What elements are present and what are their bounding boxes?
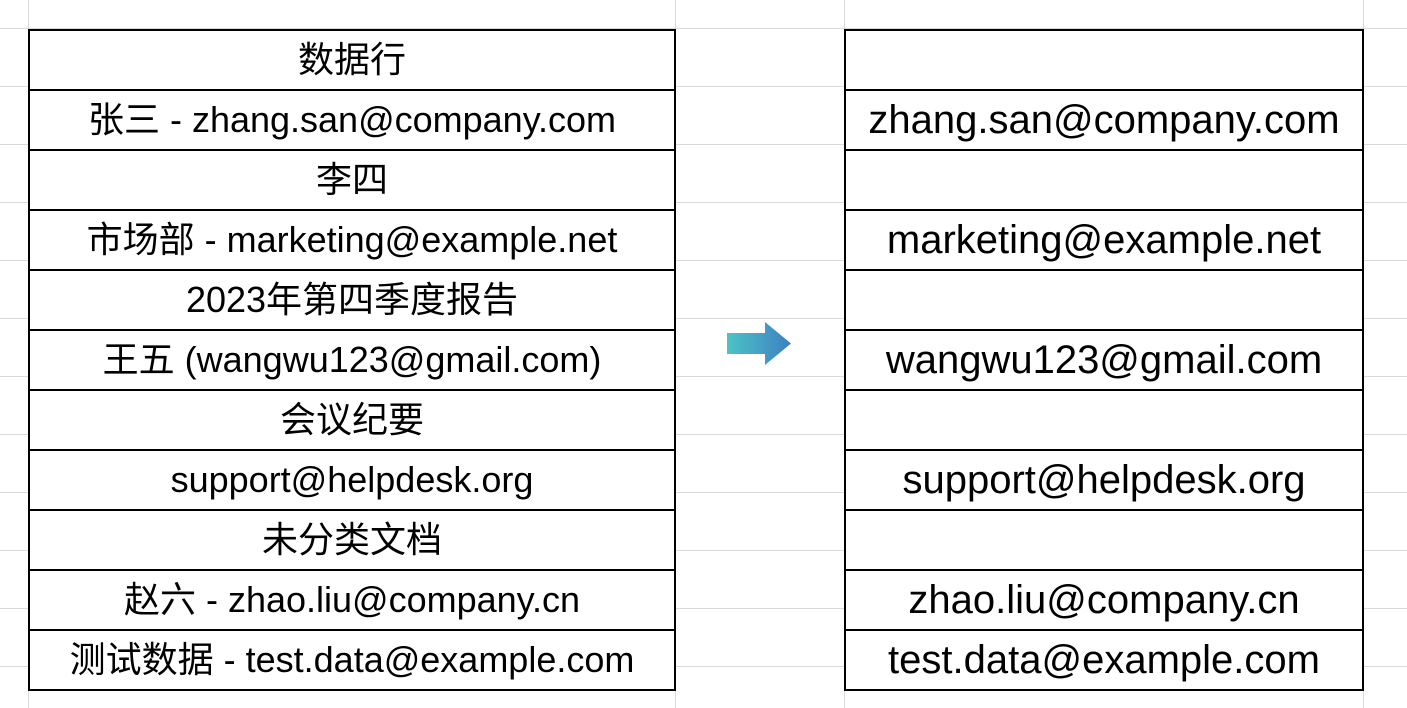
table-row: marketing@example.net xyxy=(844,209,1364,271)
table-cell[interactable] xyxy=(844,29,1364,91)
table-row: 会议纪要 xyxy=(28,389,676,451)
gridline-horizontal xyxy=(0,434,1407,435)
table-row xyxy=(844,509,1364,571)
table-cell[interactable] xyxy=(844,509,1364,571)
gridline-horizontal xyxy=(0,28,1407,29)
table-cell[interactable] xyxy=(844,149,1364,211)
table-cell[interactable]: test.data@example.com xyxy=(844,629,1364,691)
table-cell[interactable]: 会议纪要 xyxy=(28,389,676,451)
table-row: support@helpdesk.org xyxy=(28,449,676,511)
table-row xyxy=(844,389,1364,451)
table-cell[interactable]: 李四 xyxy=(28,149,676,211)
right-arrow-icon xyxy=(727,322,791,365)
table-cell[interactable]: zhao.liu@company.cn xyxy=(844,569,1364,631)
table-row xyxy=(844,149,1364,211)
table-row: 未分类文档 xyxy=(28,509,676,571)
table-cell[interactable]: zhang.san@company.com xyxy=(844,89,1364,151)
table-row: 测试数据 - test.data@example.com xyxy=(28,629,676,691)
gridline-horizontal xyxy=(0,318,1407,319)
table-row: support@helpdesk.org xyxy=(844,449,1364,511)
table-cell[interactable]: support@helpdesk.org xyxy=(28,449,676,511)
gridline-horizontal xyxy=(0,608,1407,609)
table-cell[interactable]: 张三 - zhang.san@company.com xyxy=(28,89,676,151)
table-cell[interactable]: support@helpdesk.org xyxy=(844,449,1364,511)
table-row: 王五 (wangwu123@gmail.com) xyxy=(28,329,676,391)
table-row: test.data@example.com xyxy=(844,629,1364,691)
table-cell[interactable]: marketing@example.net xyxy=(844,209,1364,271)
table-row: 张三 - zhang.san@company.com xyxy=(28,89,676,151)
table-row: zhao.liu@company.cn xyxy=(844,569,1364,631)
table-cell[interactable]: 未分类文档 xyxy=(28,509,676,571)
gridline-horizontal xyxy=(0,550,1407,551)
table-row xyxy=(844,29,1364,91)
table-row: zhang.san@company.com xyxy=(844,89,1364,151)
table-cell[interactable]: 测试数据 - test.data@example.com xyxy=(28,629,676,691)
table-cell[interactable] xyxy=(844,269,1364,331)
table-row: 数据行 xyxy=(28,29,676,91)
gridline-horizontal xyxy=(0,376,1407,377)
table-cell[interactable]: 王五 (wangwu123@gmail.com) xyxy=(28,329,676,391)
table-cell[interactable]: 赵六 - zhao.liu@company.cn xyxy=(28,569,676,631)
table-row: 市场部 - marketing@example.net xyxy=(28,209,676,271)
table-row: wangwu123@gmail.com xyxy=(844,329,1364,391)
gridline-horizontal xyxy=(0,86,1407,87)
table-cell[interactable]: wangwu123@gmail.com xyxy=(844,329,1364,391)
table-row xyxy=(844,269,1364,331)
gridline-horizontal xyxy=(0,666,1407,667)
table-cell[interactable]: 2023年第四季度报告 xyxy=(28,269,676,331)
gridline-horizontal xyxy=(0,202,1407,203)
extracted-emails-table: zhang.san@company.com marketing@example.n… xyxy=(844,29,1364,691)
gridline-horizontal xyxy=(0,260,1407,261)
gridline-horizontal xyxy=(0,492,1407,493)
table-row: 2023年第四季度报告 xyxy=(28,269,676,331)
table-row: 赵六 - zhao.liu@company.cn xyxy=(28,569,676,631)
table-row: 李四 xyxy=(28,149,676,211)
gridline-horizontal xyxy=(0,144,1407,145)
table-cell[interactable] xyxy=(844,389,1364,451)
table-cell[interactable]: 数据行 xyxy=(28,29,676,91)
table-cell[interactable]: 市场部 - marketing@example.net xyxy=(28,209,676,271)
